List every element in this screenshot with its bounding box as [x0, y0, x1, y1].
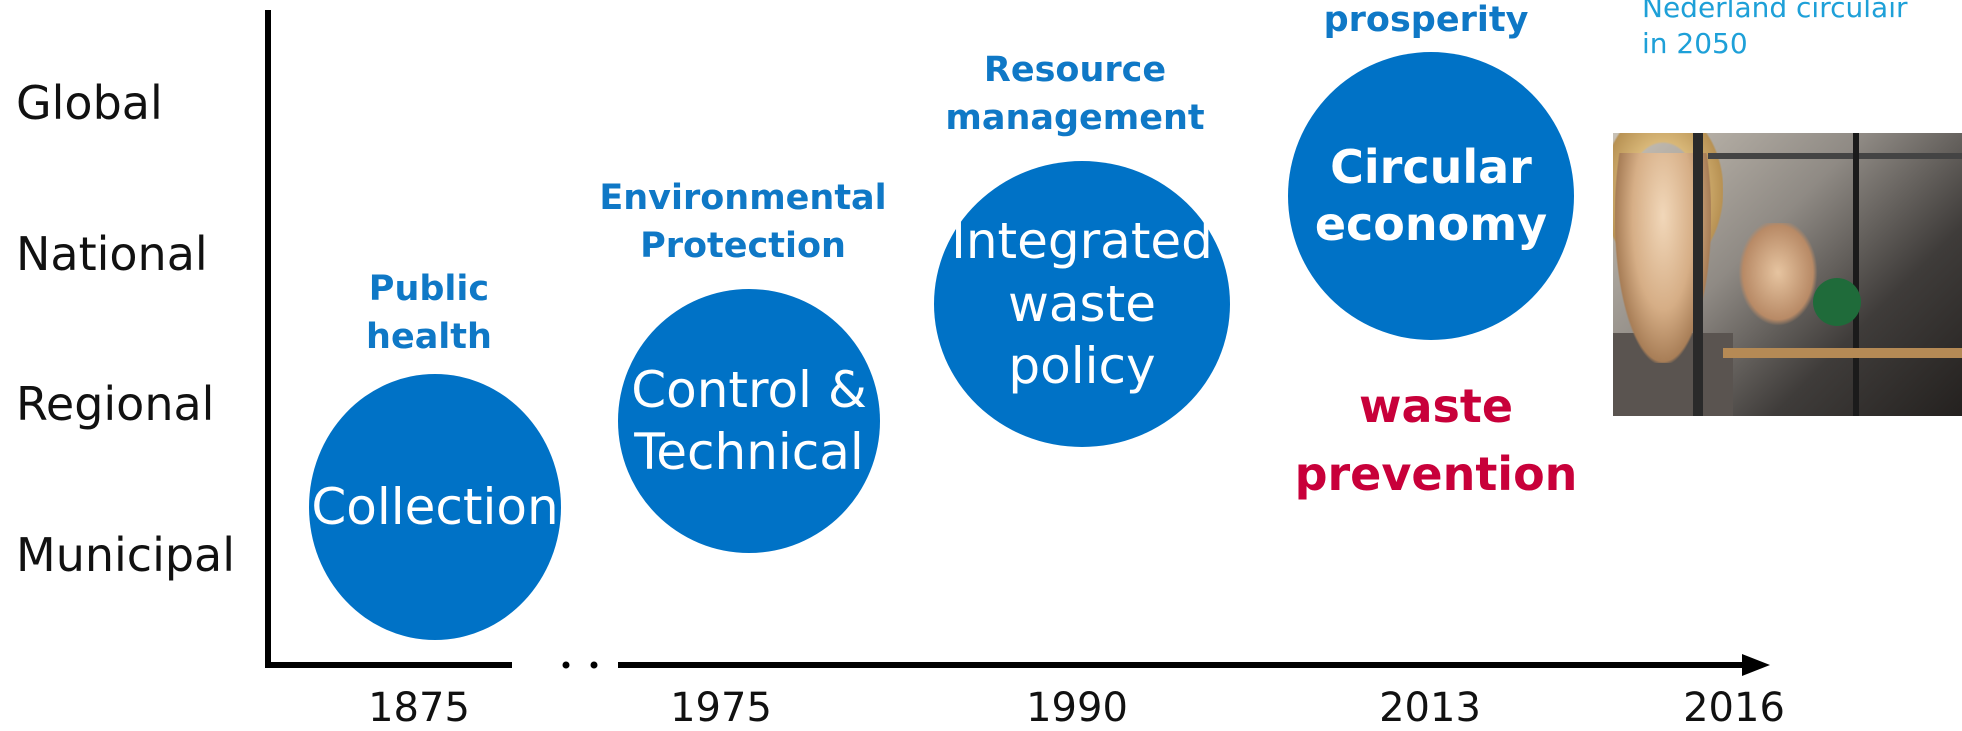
era-heading-prosperity: prosperity — [1324, 0, 1529, 44]
caption-line: Nederland circulair — [1642, 0, 1908, 24]
heading-line: Protection — [640, 226, 846, 267]
waste-prevention-label: waste prevention — [1295, 372, 1578, 508]
circle-line: Control & — [631, 360, 867, 419]
photo-printer-bed — [1723, 348, 1962, 358]
axis-break-dot — [562, 661, 570, 669]
circle-collection: Collection — [309, 374, 561, 640]
circle-line: Circular — [1330, 139, 1532, 194]
circle-integrated-waste-policy: Integrated waste policy — [934, 161, 1230, 447]
photo-printed-model — [1813, 278, 1861, 326]
era-heading-resource-management: Resource management — [945, 46, 1204, 143]
x-label-1990: 1990 — [1026, 685, 1128, 731]
circle-line: economy — [1314, 197, 1548, 251]
corner-caption: Nederland circulair in 2050 — [1642, 0, 1907, 63]
photo-printer-frame — [1693, 133, 1703, 416]
heading-line: prosperity — [1323, 0, 1529, 40]
photo-boy-face-shape — [1733, 223, 1823, 333]
heading-line: health — [366, 317, 492, 358]
prevention-line: prevention — [1294, 447, 1578, 502]
caption-line: in 2050 — [1642, 27, 1748, 61]
circle-circular-economy: Circular economy — [1288, 52, 1574, 340]
circle-line: policy — [1008, 337, 1156, 396]
x-label-2013: 2013 — [1379, 685, 1481, 731]
circle-line: Integrated — [951, 212, 1213, 271]
y-label-national: National — [16, 227, 208, 281]
prevention-line: waste — [1358, 379, 1514, 433]
heading-line: Public — [368, 269, 490, 309]
circle-line: Collection — [311, 477, 559, 536]
x-label-1875: 1875 — [368, 685, 470, 731]
students-3d-printer-photo — [1613, 133, 1962, 416]
photo-printer-frame — [1708, 153, 1962, 159]
x-axis-arrowhead — [1742, 654, 1770, 676]
heading-line: Resource — [983, 50, 1167, 90]
circle-line: waste — [1008, 274, 1156, 333]
x-label-1975: 1975 — [670, 685, 772, 731]
y-label-global: Global — [16, 76, 163, 130]
x-label-2016: 2016 — [1683, 685, 1785, 731]
heading-line: management — [945, 98, 1205, 139]
photo-printer-frame — [1853, 133, 1859, 416]
heading-line: Environmental — [599, 178, 887, 218]
era-heading-environmental-protection: Environmental Protection — [599, 174, 886, 271]
era-heading-public-health: Public health — [366, 265, 492, 362]
y-label-municipal: Municipal — [16, 528, 236, 582]
axis-break-dot — [590, 661, 598, 669]
circle-line: Technical — [634, 423, 864, 481]
y-label-regional: Regional — [16, 377, 215, 431]
circle-control-technical: Control & Technical — [618, 289, 880, 553]
